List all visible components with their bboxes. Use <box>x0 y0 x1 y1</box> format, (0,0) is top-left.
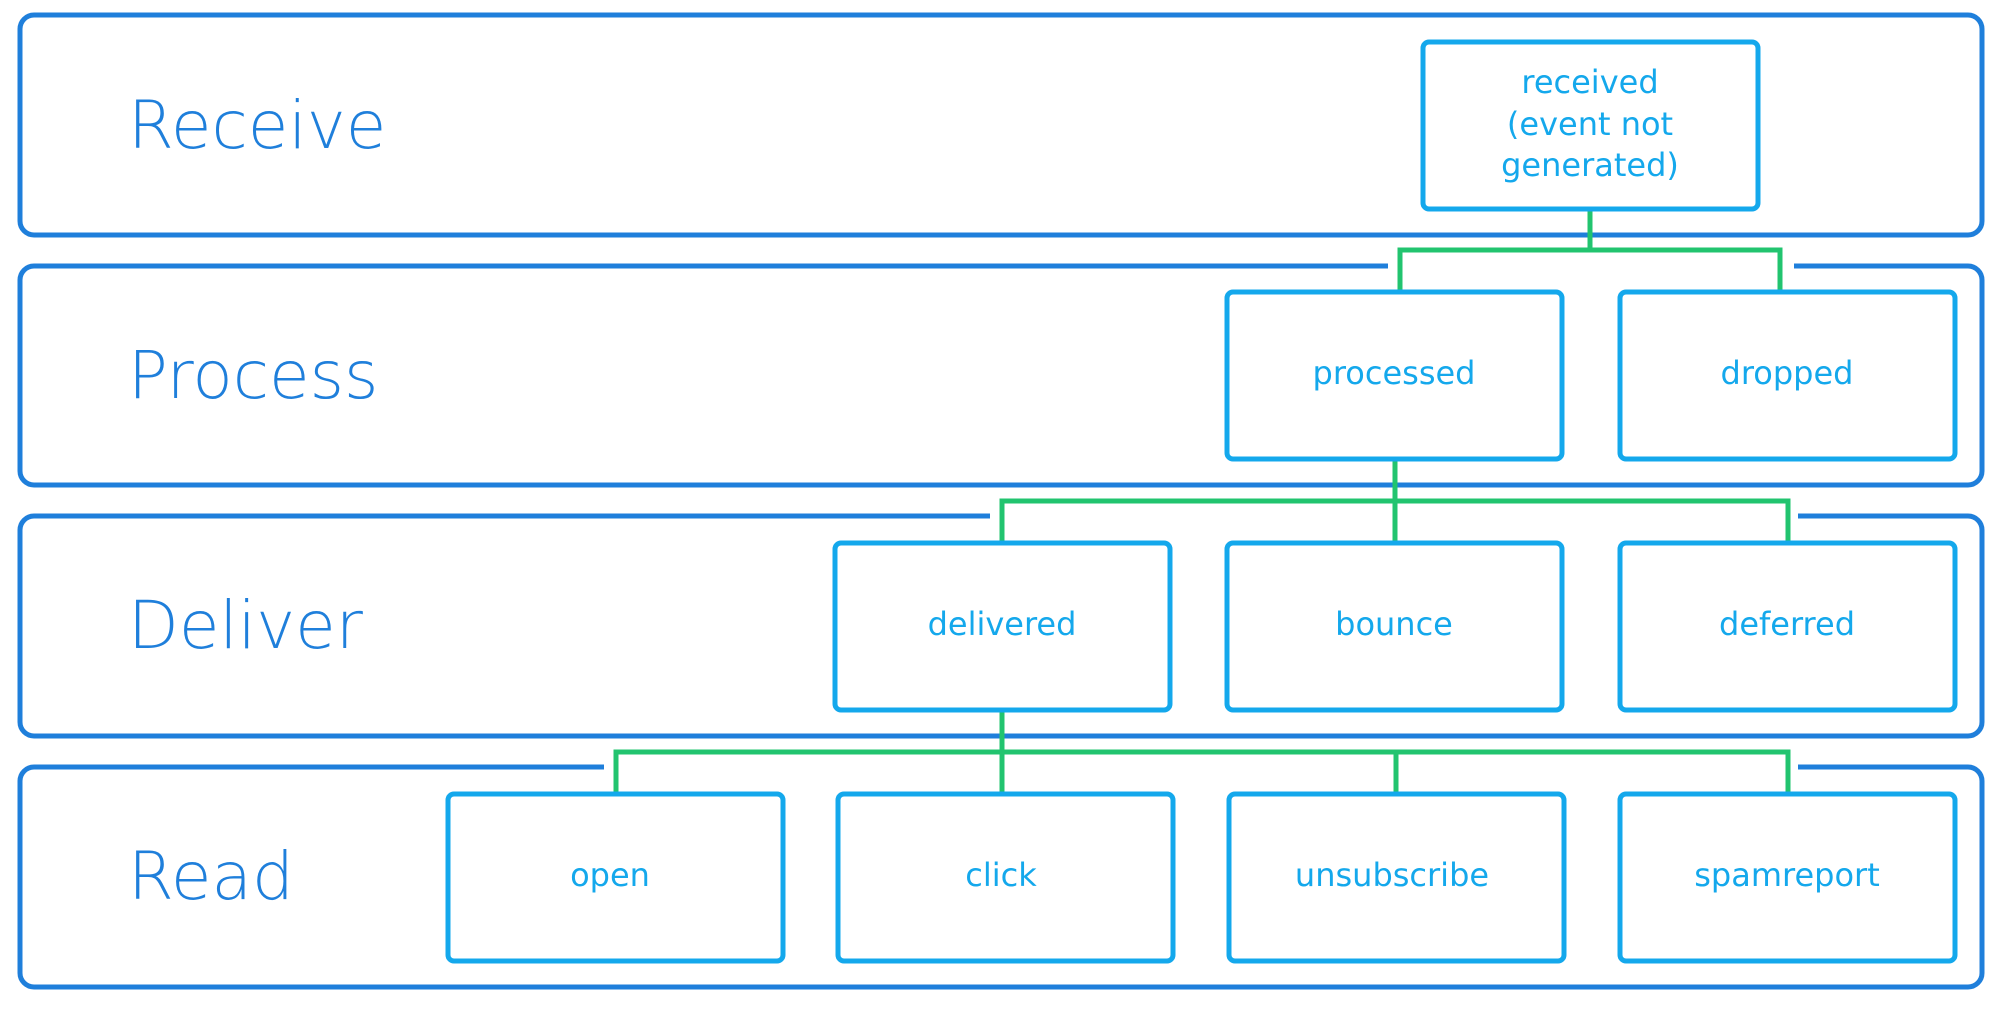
connector-processed-children <box>999 498 1791 542</box>
event-bounce-label: bounce <box>1335 605 1453 643</box>
stage-label-receive: Receive <box>128 87 386 164</box>
event-deferred-box <box>1617 540 1958 713</box>
event-processed-box <box>1224 289 1565 462</box>
event-open-label: open <box>570 856 650 894</box>
event-bounce-box <box>1224 540 1565 713</box>
event-received-box <box>1420 39 1761 212</box>
event-click-label: click <box>965 856 1037 894</box>
event-received-label: received <box>1521 63 1658 101</box>
event-open-box <box>445 791 786 964</box>
event-spamreport-label: spamreport <box>1694 856 1880 894</box>
event-received-label: (event not <box>1507 105 1673 143</box>
connector-delivered-children <box>613 749 1791 793</box>
stage-label-deliver: Deliver <box>128 587 364 664</box>
stage-label-process: Process <box>128 337 378 414</box>
event-unsubscribe-label: unsubscribe <box>1295 856 1489 894</box>
event-deferred-label: deferred <box>1719 605 1855 643</box>
event-spamreport-box <box>1617 791 1958 964</box>
event-click-box <box>835 791 1176 964</box>
event-unsubscribe-box <box>1226 791 1567 964</box>
event-dropped-box <box>1617 289 1958 462</box>
border-gap <box>604 759 1798 775</box>
event-processed-label: processed <box>1313 354 1476 392</box>
event-dropped-label: dropped <box>1721 354 1854 392</box>
border-gap <box>1388 258 1794 274</box>
connector-received-children <box>1397 247 1783 292</box>
event-delivered-box <box>832 540 1173 713</box>
event-delivered-label: delivered <box>928 605 1077 643</box>
stage-label-read: Read <box>128 838 294 915</box>
event-received-label: generated) <box>1501 146 1679 184</box>
